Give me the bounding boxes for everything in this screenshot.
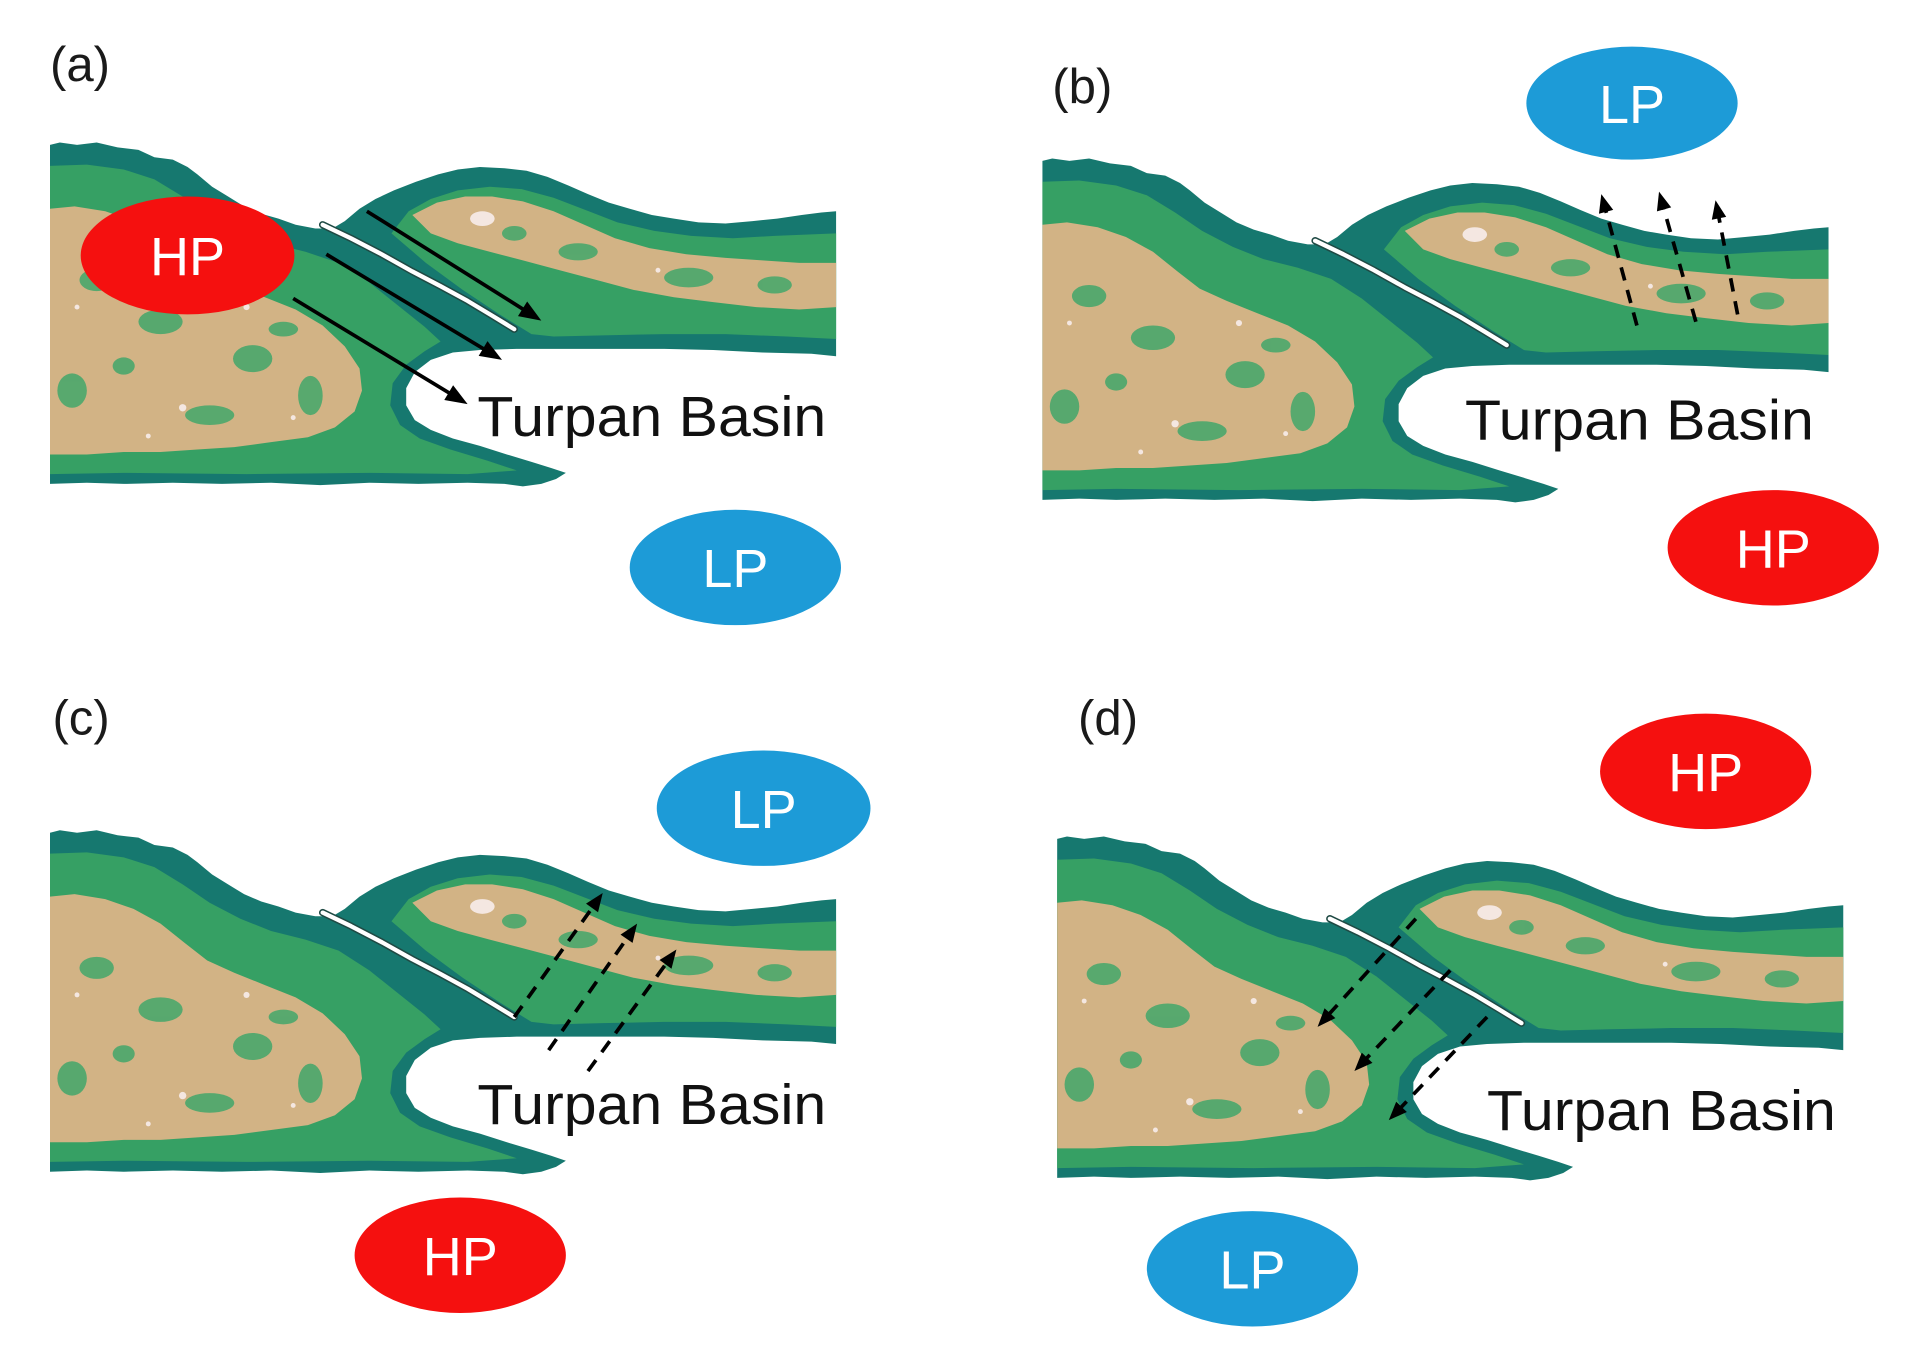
low-pressure-system: LP [656, 750, 871, 866]
low-pressure-label: LP [1599, 75, 1665, 135]
wind-arrow [1398, 1015, 1489, 1110]
wind-arrow [1364, 969, 1452, 1061]
low-pressure-label: LP [702, 539, 768, 599]
low-pressure-ellipse [629, 509, 841, 626]
arrowhead [1354, 1052, 1373, 1072]
high-pressure-ellipse [354, 1197, 566, 1314]
low-pressure-system: LP [629, 509, 841, 626]
low-pressure-system: LP [1146, 1211, 1359, 1327]
wind-arrows [512, 892, 677, 1073]
arrowhead [586, 892, 603, 913]
high-pressure-ellipse [80, 196, 295, 315]
low-pressure-label: LP [731, 780, 797, 840]
arrowhead [444, 385, 468, 405]
basin-label: Turpan Basin [1465, 389, 1814, 452]
panel-label: (b) [1052, 60, 1112, 114]
high-pressure-label: HP [1736, 519, 1811, 579]
wind-arrows [292, 209, 542, 405]
arrowhead [1317, 1008, 1336, 1027]
wind-arrows [1317, 917, 1489, 1121]
arrowhead [1388, 1101, 1407, 1121]
low-pressure-system: LP [1526, 46, 1738, 160]
wind-arrow [1716, 215, 1740, 315]
wind-arrow [1603, 208, 1639, 326]
arrowhead [659, 949, 677, 969]
high-pressure-system: HP [354, 1197, 566, 1314]
arrowhead [1711, 200, 1727, 220]
low-pressure-ellipse [1526, 46, 1738, 160]
wind-arrow [325, 252, 487, 352]
arrowhead [620, 923, 638, 943]
wind-arrow [365, 209, 526, 312]
arrowhead [1656, 191, 1672, 212]
wind-arrow [292, 296, 452, 396]
basin-label: Turpan Basin [477, 385, 826, 448]
high-pressure-label: HP [423, 1227, 498, 1287]
wind-arrows [1598, 191, 1740, 326]
panel-a: (a) Turpan Basin HP LP [50, 38, 841, 626]
high-pressure-ellipse [1667, 490, 1879, 606]
high-pressure-label: HP [150, 227, 225, 287]
basin-label: Turpan Basin [477, 1073, 826, 1136]
panel-label: (c) [52, 692, 109, 746]
basin-label: Turpan Basin [1487, 1079, 1836, 1142]
panel-b: (b) Turpan Basin LP HP [1042, 46, 1879, 606]
low-pressure-ellipse [1146, 1211, 1359, 1327]
panel-label: (a) [50, 38, 110, 92]
panel-d: (d) Turpan Basin HP LP [1057, 692, 1843, 1327]
high-pressure-ellipse [1600, 713, 1812, 830]
high-pressure-system: HP [1667, 490, 1879, 606]
arrowhead [1598, 194, 1614, 214]
low-pressure-ellipse [656, 750, 871, 866]
high-pressure-system: HP [1600, 713, 1812, 830]
panel-c: (c) Turpan Basin LP HP [50, 692, 871, 1314]
panel-label: (d) [1078, 692, 1138, 746]
wind-arrow [1661, 206, 1698, 323]
high-pressure-label: HP [1668, 743, 1743, 803]
arrowhead [517, 301, 542, 321]
high-pressure-system: HP [80, 196, 295, 315]
arrowhead [478, 341, 502, 360]
low-pressure-label: LP [1219, 1240, 1285, 1300]
